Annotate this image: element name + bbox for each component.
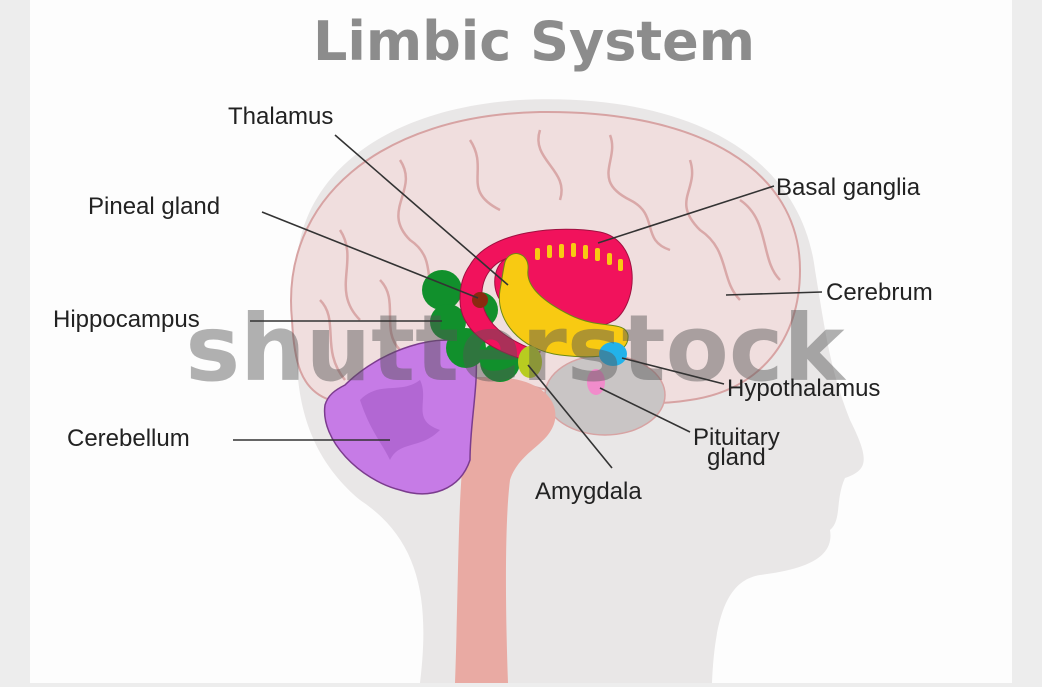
label-cerebrum: Cerebrum	[826, 279, 933, 306]
watermark: shutterstock	[185, 295, 846, 402]
thalamus	[498, 253, 629, 358]
label-hypothalamus: Hypothalamus	[727, 375, 880, 402]
label-basal-ganglia: Basal ganglia	[776, 174, 921, 201]
label-pituitary-line2: gland	[707, 444, 766, 471]
label-thalamus: Thalamus	[228, 103, 333, 130]
label-pituitary-line1: Pituitary	[693, 424, 780, 451]
leader-lines	[233, 134, 823, 469]
pineal-gland	[472, 292, 488, 308]
label-amygdala: Amygdala	[535, 478, 642, 505]
brainstem	[455, 377, 556, 683]
label-pineal-gland: Pineal gland	[88, 193, 220, 220]
label-cerebellum: Cerebellum	[67, 425, 190, 452]
brain-gyri	[319, 129, 781, 381]
label-hippocampus: Hippocampus	[53, 306, 200, 333]
diagram-title: Limbic System	[313, 10, 755, 73]
basal-ganglia-stripes	[535, 243, 623, 271]
amygdala	[518, 346, 542, 378]
hypothalamus	[599, 342, 627, 366]
